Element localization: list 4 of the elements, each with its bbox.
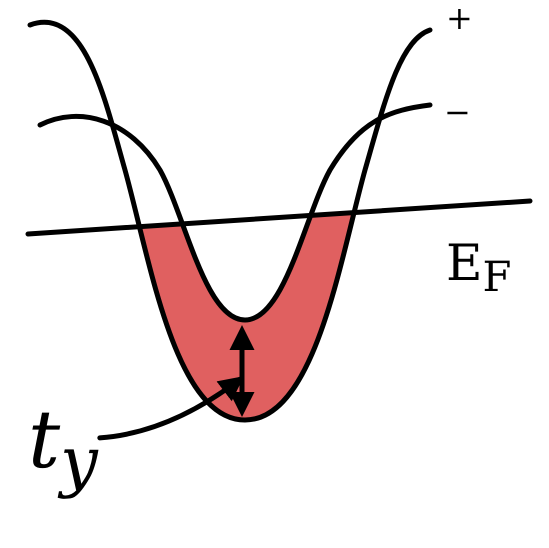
band-sign-label: +	[446, 2, 473, 34]
double-arrow	[230, 325, 254, 417]
fermi-level-label: E$_{F}$	[446, 238, 512, 298]
band-sign-label: −	[444, 96, 471, 128]
